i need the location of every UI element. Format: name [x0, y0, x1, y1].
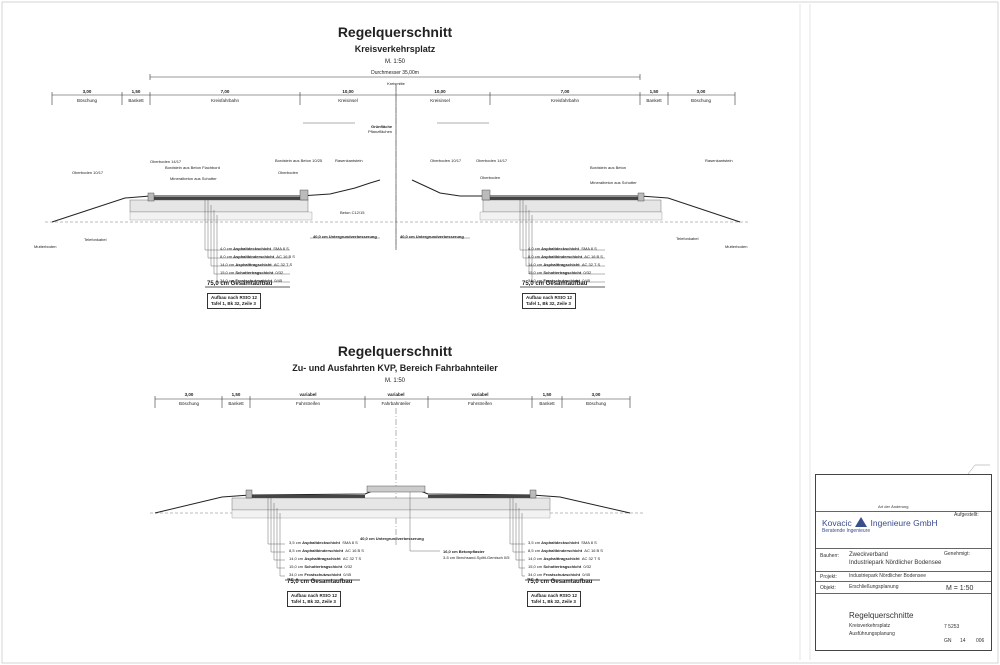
top-frost-left: 40,0 cm Untergrundverbesserung [313, 234, 377, 239]
annot-left-9: Telefonkabel [84, 237, 107, 242]
blbl-3: Fahrstreifen [295, 401, 320, 406]
blbl-5: Fahrstreifen [467, 401, 492, 406]
plan-no-2: 14 [960, 638, 966, 644]
annot-left-6: Mineralbeton aus Schotter [170, 176, 217, 181]
lbl-right-1: Kreisinsel [430, 98, 450, 103]
dim-left-3: 7,00 [220, 89, 230, 94]
annot-left-7: Oberboden [278, 170, 299, 175]
bdim-7: 3,00 [591, 392, 601, 397]
top-frost-right: 40,0 cm Untergrundverbesserung [400, 234, 464, 239]
annot-right-4: Mineralbeton aus Schotter [590, 180, 637, 185]
annot-left-2: Oberboden 14/17 [150, 159, 182, 164]
tb-scale: M = 1:50 [946, 585, 974, 592]
island-1: 16,0 cm Betonpflaster [443, 549, 485, 554]
annot-right-3: Bordstein aus Beton [590, 165, 627, 170]
plan-sub-1: Kreisverkehrsplatz [849, 623, 891, 629]
center-note-1: Grünfläche [371, 124, 393, 129]
annot-left-8: Mutterboden [34, 244, 57, 249]
annot-left-4: Bordstein aus Beton Flachbord [165, 165, 220, 170]
bdim-4: variabel [387, 392, 405, 397]
projekt-value: Industriepark Nördlicher Bodensee [849, 573, 926, 579]
genehmigt-label: Genehmigt: [944, 551, 970, 557]
annot-left-5: Bordstein aus Beton 10/25 [275, 158, 323, 163]
objekt-label: Objekt: [820, 585, 836, 591]
annot-right-5: Rasenkantstein [705, 158, 733, 163]
revision-label: Art der Änderung [878, 504, 909, 509]
annot-right-6: Telefonkabel [676, 236, 699, 241]
lbl-left-4: Kreisinsel [338, 98, 358, 103]
bauherr-2: Industriepark Nördlicher Bodensee [849, 560, 942, 566]
plan-no-1: GN [944, 638, 952, 644]
lbl-right-4: Böschung [690, 98, 711, 103]
blbl-1: Böschung [178, 401, 199, 406]
annot-left-3: Rasenkantstein [335, 158, 363, 163]
bdim-2: 1,50 [231, 392, 241, 397]
top-right-total: 75,0 cm Gesamtaufbau [522, 281, 588, 287]
dim-right-3: 1,50 [649, 89, 659, 94]
dim-right-1: 10,00 [434, 89, 446, 94]
annot-left-1: Oberboden 10/17 [72, 170, 104, 175]
bdim-3: variabel [299, 392, 317, 397]
dim-left-1: 3,00 [82, 89, 92, 94]
annot-left-10: Beton C12/15 [340, 210, 365, 215]
annot-right-1: Oberboden 14/17 [476, 158, 508, 163]
blbl-6: Bankett [539, 401, 555, 406]
lbl-right-3: Bankett [646, 98, 662, 103]
bottom-title: Regelquerschnitt [337, 343, 453, 359]
bottom-right-layers: 3,5 cm Asphaltdeckschicht SMA 8 S 8,5 cm… [528, 540, 603, 577]
lbl-left-3: Kreisfahrbahn [210, 98, 240, 103]
top-scale: M. 1:50 [384, 59, 405, 65]
bdim-5: variabel [471, 392, 489, 397]
dim-left-2: 1,50 [131, 89, 141, 94]
blbl-4: Fahrbahnteiler [381, 401, 411, 406]
top-title: Regelquerschnitt [337, 24, 453, 40]
island-2: 3-5 cm Brechsand-Splitt-Gemisch 0/5 [443, 555, 510, 560]
blbl-7: Böschung [585, 401, 606, 406]
lbl-left-2: Bankett [128, 98, 144, 103]
bauherr-1: Zweckverband [849, 552, 889, 558]
plan-sub-2: Ausführungsplanung [849, 631, 895, 637]
top-left-layers: 4,0 cm Asphaltdeckschicht SMA 8 S 8,0 cm… [220, 246, 295, 283]
annot-right-8: Mutterboden [725, 244, 748, 249]
title-block: Art der Änderung Aufgestellt: Kovacic In… [815, 474, 992, 651]
annot-right-2: Oberboden 10/17 [430, 158, 462, 163]
blbl-2: Bankett [228, 401, 244, 406]
aufgestellt-label: Aufgestellt: [954, 512, 979, 518]
logo-triangle-icon [855, 517, 868, 527]
bottom-left-total: 75,0 cm Gesamtaufbau [287, 579, 353, 585]
plan-title: Regelquerschnitte [849, 611, 914, 620]
top-subtitle: Kreisverkehrsplatz [354, 44, 436, 54]
top-diameter: Durchmesser 35,00m [371, 70, 419, 76]
bauherr-label: Bauherr: [820, 553, 840, 559]
plan-no-3: 006 [976, 638, 985, 644]
company-logo: Kovacic Ingenieure GmbH Beratende Ingeni… [822, 517, 938, 534]
bottom-subtitle: Zu- und Ausfahrten KVP, Bereich Fahrbahn… [292, 363, 498, 373]
project-no: 7 5253 [944, 624, 960, 630]
bdim-6: 1,50 [542, 392, 552, 397]
bottom-right-total: 75,0 cm Gesamtaufbau [527, 579, 593, 585]
annot-right-7: Oberboden [480, 175, 501, 180]
bottom-scale: M. 1:50 [384, 378, 405, 384]
top-left-total: 75,0 cm Gesamtaufbau [207, 281, 273, 287]
dim-right-2: 7,00 [560, 89, 570, 94]
lbl-left-1: Böschung [76, 98, 97, 103]
dim-left-4: 10,00 [342, 89, 354, 94]
top-axis-label: Kreismitte [387, 81, 405, 86]
objekt-value: Erschließungsplanung [849, 584, 899, 590]
dim-right-4: 3,00 [696, 89, 706, 94]
bottom-frost: 40,0 cm Untergrundverbesserung [360, 536, 424, 541]
top-right-layers: 4,0 cm Asphaltdeckschicht SMA 8 S 8,0 cm… [528, 246, 603, 283]
bdim-1: 3,00 [184, 392, 194, 397]
projekt-label: Projekt: [820, 574, 837, 580]
lbl-right-2: Kreisfahrbahn [550, 98, 580, 103]
center-note-2: Pflanzflächen [368, 129, 393, 134]
bottom-left-layers: 3,5 cm Asphaltdeckschicht SMA 8 S 8,5 cm… [289, 540, 364, 577]
